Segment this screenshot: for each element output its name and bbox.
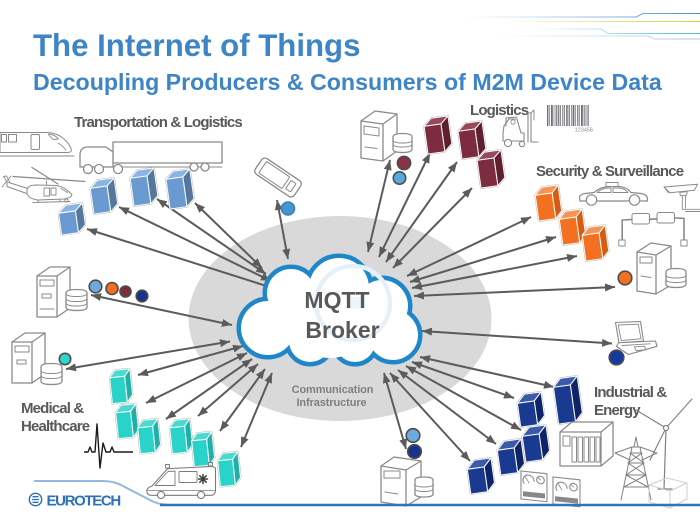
svg-text:Medical &: Medical & — [21, 400, 84, 417]
svg-text:123456: 123456 — [575, 128, 593, 134]
svg-text:Infrastructure: Infrastructure — [296, 397, 366, 409]
svg-text:MQTT: MQTT — [304, 287, 369, 313]
svg-text:EUROTECH: EUROTECH — [47, 492, 121, 509]
svg-text:Communication: Communication — [292, 384, 374, 396]
svg-text:Industrial &: Industrial & — [594, 384, 667, 401]
svg-text:Decoupling Producers & Consume: Decoupling Producers & Consumers of M2M … — [33, 69, 663, 95]
svg-text:The Internet of Things: The Internet of Things — [33, 28, 360, 63]
svg-text:Security & Surveillance: Security & Surveillance — [536, 163, 684, 180]
svg-text:Healthcare: Healthcare — [21, 418, 90, 435]
svg-text:Transportation & Logistics: Transportation & Logistics — [74, 114, 242, 131]
svg-text:Logistics: Logistics — [470, 102, 529, 119]
svg-text:Energy: Energy — [594, 402, 641, 419]
svg-text:Broker: Broker — [305, 317, 379, 343]
